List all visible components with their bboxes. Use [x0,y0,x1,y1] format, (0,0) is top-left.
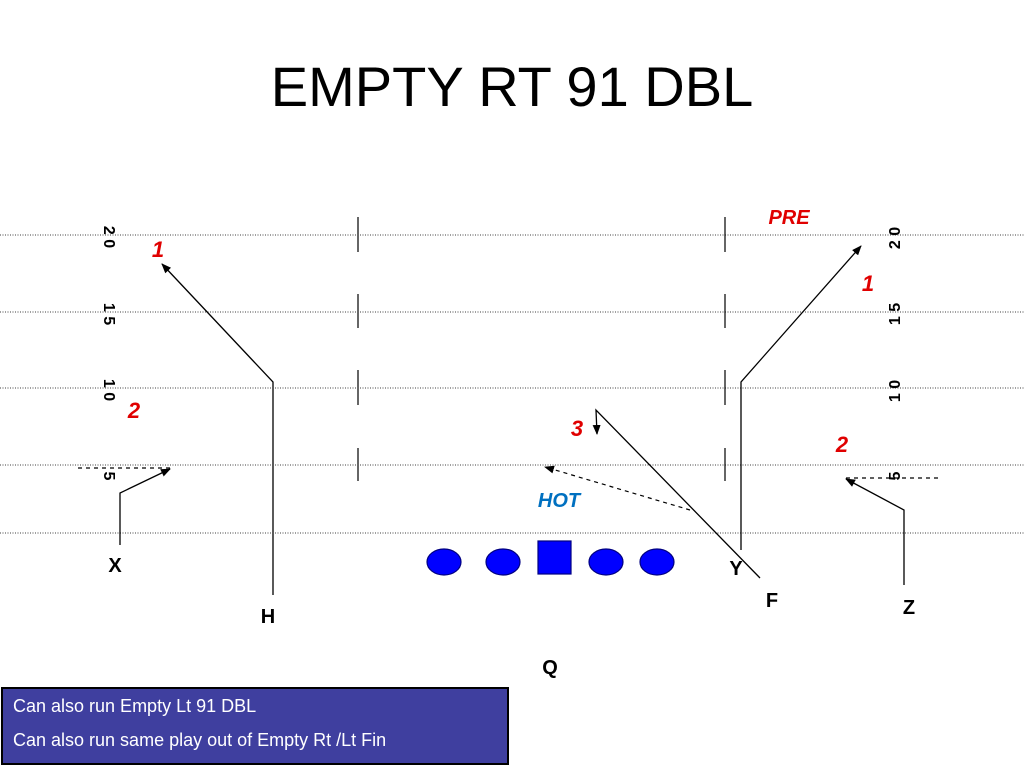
yard-number-right-5: 5 [887,471,904,480]
progression-f-route: 3 [571,416,583,441]
center [537,540,572,575]
hot-tag: HOT [538,490,582,512]
left-tackle [426,548,462,576]
progression-z-route: 2 [835,432,849,457]
player-q-label: Q [542,657,558,679]
x-route [119,468,171,545]
player-z-label: Z [903,597,915,619]
z-route [845,478,905,585]
notes-box: Can also run Empty Lt 91 DBL Can also ru… [1,687,509,765]
right-guard [588,548,624,576]
pre-tag: PRE [768,207,810,229]
progression-x-route: 2 [127,398,141,423]
f-route [592,408,761,579]
player-x-label: X [108,555,122,577]
yard-number-right-20: 2 0 [887,227,904,249]
player-h-label: H [261,606,275,628]
h-route [161,263,274,595]
note-line-1: Can also run Empty Lt 91 DBL [13,696,257,716]
yard-number-right-10: 1 0 [887,380,904,402]
hot-route [544,465,691,511]
player-y-label: Y [729,558,743,580]
slide-title: EMPTY RT 91 DBL [270,55,754,118]
yard-number-left-10: 1 0 [100,379,117,401]
yard-number-left-20: 2 0 [100,226,117,248]
yard-number-right-15: 1 5 [887,303,904,325]
right-tackle [639,548,675,576]
player-f-label: F [766,590,778,612]
note-line-2: Can also run same play out of Empty Rt /… [13,730,387,750]
progression-y-route: 1 [862,271,874,296]
left-guard [485,548,521,576]
yard-number-left-15: 1 5 [100,303,117,325]
progression-h-route: 1 [152,237,164,262]
yard-number-left-5: 5 [100,472,117,481]
y-route [740,245,862,550]
